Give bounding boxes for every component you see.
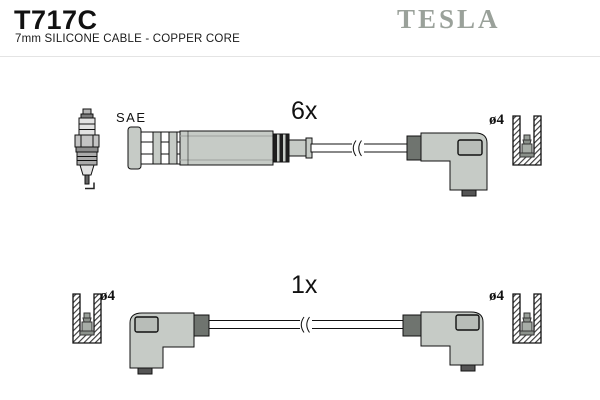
terminal-socket-cross-section-icon bbox=[72, 293, 102, 344]
part-number: T717C bbox=[14, 5, 98, 35]
top-quantity-label: 6x bbox=[291, 97, 318, 125]
top-cable-assembly-drawing bbox=[127, 126, 488, 197]
angled-plug-boot-left bbox=[129, 312, 210, 375]
boot-window bbox=[134, 316, 159, 333]
cable-break-symbol bbox=[352, 140, 364, 157]
bottom-quantity-label: 1x bbox=[291, 271, 318, 299]
boot-terminal-tab bbox=[460, 364, 476, 372]
bottom-cable-assembly-drawing bbox=[129, 311, 484, 375]
cable-line bbox=[208, 316, 404, 333]
tesla-logo: TESLA bbox=[397, 4, 501, 34]
bottom-right-diameter-label: ø4 bbox=[489, 288, 504, 304]
boot-terminal-tab bbox=[137, 367, 153, 375]
spark-plug-icon bbox=[74, 108, 100, 190]
header-divider bbox=[0, 56, 600, 57]
bottom-left-diameter-label: ø4 bbox=[100, 288, 115, 304]
angled-plug-boot bbox=[406, 132, 488, 197]
terminal-socket-cross-section-icon bbox=[512, 293, 542, 344]
straight-coil-connector bbox=[127, 126, 313, 170]
product-subtitle: 7mm SILICONE CABLE - COPPER CORE bbox=[15, 33, 240, 45]
terminal-socket-cross-section-icon bbox=[512, 115, 542, 166]
boot-terminal-tab bbox=[461, 189, 477, 197]
cable-break-symbol bbox=[300, 316, 312, 333]
boot-window bbox=[457, 139, 483, 156]
angled-plug-boot-right bbox=[402, 311, 484, 372]
top-diameter-label: ø4 bbox=[489, 112, 504, 128]
spark-plug-drawing bbox=[74, 108, 100, 190]
cable-line bbox=[310, 140, 408, 157]
boot-window bbox=[455, 314, 480, 331]
sae-label: SAE bbox=[116, 110, 147, 125]
